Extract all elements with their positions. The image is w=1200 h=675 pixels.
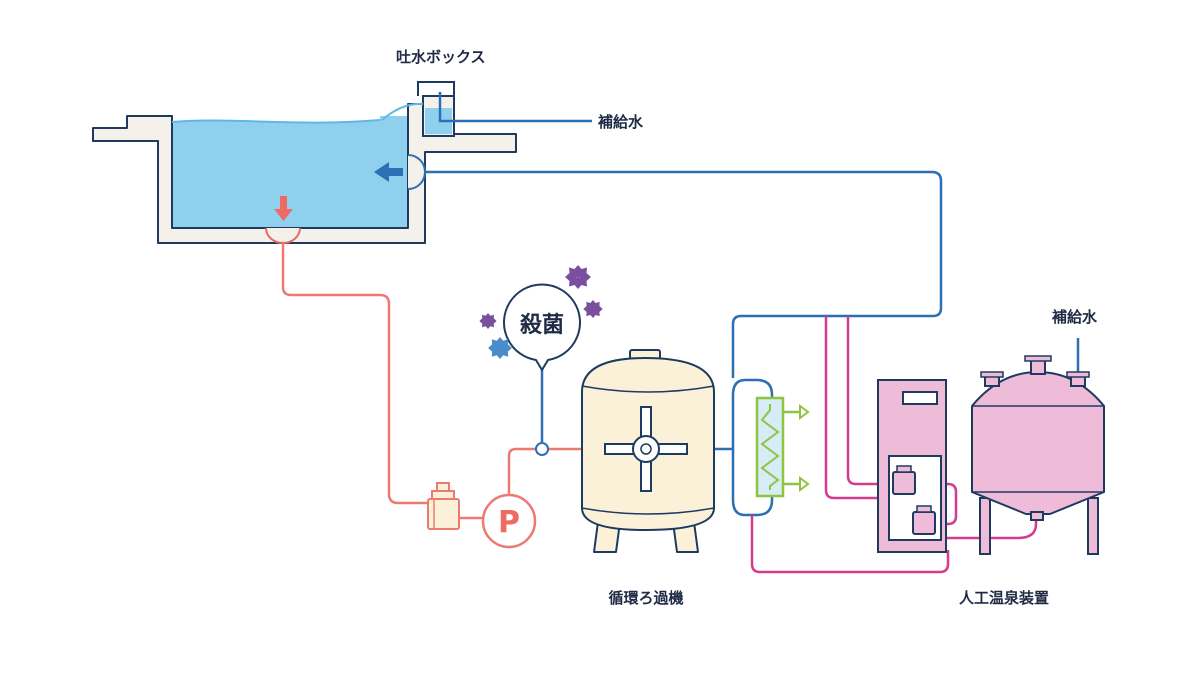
left-arrow-icon (374, 162, 403, 182)
pump-label: P (498, 505, 520, 540)
spout-box-top (417, 81, 455, 96)
valve-icon (427, 482, 460, 530)
bath-tank (92, 81, 517, 244)
device-return-pipe-magenta (750, 515, 950, 574)
germ-icon: · · (565, 265, 591, 289)
hot-spring-tank (971, 338, 1105, 555)
down-arrow-icon (274, 196, 293, 221)
overflow-stream (381, 102, 424, 121)
svg-text:· ·: · · (576, 275, 581, 281)
spout-box-label: 吐水ボックス (396, 48, 486, 66)
germ-icon (583, 300, 603, 318)
heater-bypass-loop-blue (731, 378, 774, 517)
pump-icon: P (481, 493, 537, 549)
makeup-water-label-right: 補給水 (1051, 308, 1098, 326)
spout-makeup-pipe (438, 92, 592, 123)
bath-water (172, 116, 408, 228)
hot-spring-control-unit (877, 379, 947, 553)
circulation-filter (581, 349, 715, 553)
makeup-water-label-top: 補給水 (597, 113, 644, 131)
germ-icon (479, 313, 497, 329)
pump-to-filter-pipe-red (507, 447, 594, 495)
germ-icon (488, 337, 512, 359)
device-outlet-pipe-magenta (935, 512, 1038, 540)
sterilization-label: 殺菌 (520, 312, 564, 338)
sterilization-injector: 殺菌 (503, 283, 581, 456)
device-supply-pipe-magenta-b (846, 316, 890, 486)
circulation-filter-label: 循環ろ過機 (608, 589, 683, 607)
device-internal-pipe-magenta (917, 482, 958, 526)
artificial-hot-spring-label: 人工温泉装置 (959, 589, 1049, 607)
injection-point (535, 442, 549, 456)
return-pipe-blue (425, 170, 943, 378)
heat-exchanger (755, 396, 810, 498)
water-surface (171, 119, 381, 124)
filter-seam-bottom (581, 507, 715, 515)
device-supply-pipe-magenta-a (824, 316, 917, 500)
filter-seam-top (581, 385, 715, 393)
bath-to-pump-pipe-red (281, 243, 428, 505)
